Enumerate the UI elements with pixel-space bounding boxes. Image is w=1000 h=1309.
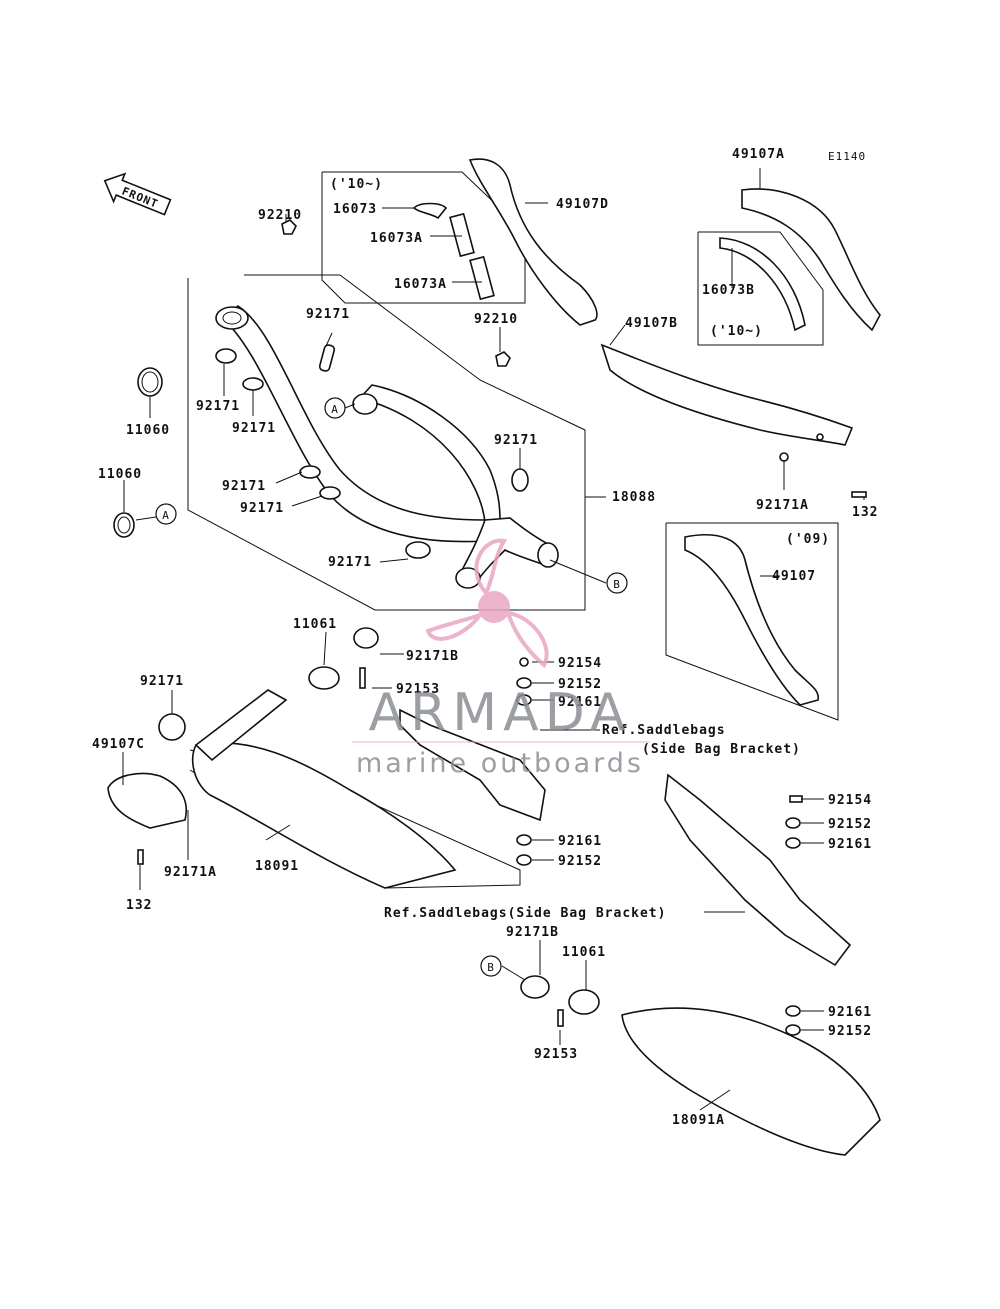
part-label: 92171 (240, 501, 284, 516)
clamp-92171B-b (520, 975, 550, 999)
pipe-flange-rear (352, 393, 378, 415)
watermark-brand: ARMADA (369, 683, 632, 743)
part-label: 92161 (828, 1005, 872, 1020)
part-label: 16073A (370, 231, 423, 246)
hardware-icons (137, 433, 867, 1036)
collar-11061-b (568, 989, 600, 1015)
part-labels: 92210 11060 92171 92171 92171 11060 9217… (92, 147, 878, 1128)
part-label: 11061 (562, 945, 606, 960)
collar-11061-a (308, 666, 340, 690)
svg-text:A: A (162, 509, 170, 522)
part-label: ('10~) (330, 177, 383, 192)
part-label: 16073A (394, 277, 447, 292)
part-label: 49107D (556, 197, 609, 212)
part-label: 92154 (558, 656, 602, 671)
muffler-inlet-pipe (194, 689, 288, 762)
group-10-outline-left (321, 171, 526, 304)
nut-92210-a (281, 219, 297, 235)
part-label: ('10~) (710, 324, 763, 339)
spacer-16073B (719, 237, 806, 332)
part-label: 49107 (772, 569, 816, 584)
part-label: 92161 (828, 837, 872, 852)
clamp-92171B-a (353, 627, 379, 649)
part-label: 18091 (255, 859, 299, 874)
part-label: 92171 (196, 399, 240, 414)
pipe-assembly-outline (187, 274, 586, 611)
part-label: 92171 (328, 555, 372, 570)
part-label: 49107C (92, 737, 145, 752)
part-label: 92153 (396, 682, 440, 697)
part-label: 132 (126, 898, 152, 913)
muffler-18091A (621, 1007, 881, 1156)
part-label: 132 (852, 505, 878, 520)
y-collector (460, 517, 551, 582)
armada-logo (425, 538, 549, 669)
part-label: 92171 (306, 307, 350, 322)
part-label: 92171 (232, 421, 276, 436)
spacer-16073A-1 (449, 212, 475, 258)
part-label: 18088 (612, 490, 656, 505)
watermark-tagline: marine outboards (356, 748, 644, 779)
heat-shield-49107 (684, 533, 819, 706)
part-label: 92152 (558, 677, 602, 692)
svg-text:A: A (331, 403, 339, 416)
heat-shield-49107B (600, 343, 854, 446)
ref-saddlebags-1-sub: (Side Bag Bracket) (642, 742, 801, 757)
heat-shield-49107D (468, 158, 598, 326)
part-label: 92154 (828, 793, 872, 808)
part-label: 92152 (828, 817, 872, 832)
clamp-icons (215, 344, 529, 559)
part-label: 92171 (140, 674, 184, 689)
part-label: 11060 (126, 423, 170, 438)
part-label: 49107B (625, 316, 678, 331)
group-10-outline-right (697, 231, 824, 346)
part-label: 92171B (506, 925, 559, 940)
callout-a-2: A (155, 503, 177, 525)
front-arrow-icon: FRONT (103, 172, 172, 216)
armada-watermark: ARMADA marine outboards (352, 538, 650, 779)
outlet-right (537, 542, 559, 568)
part-label: 18091A (672, 1113, 725, 1128)
svg-text:B: B (487, 961, 495, 974)
part-label: 92171 (494, 433, 538, 448)
part-label: 11061 (293, 617, 337, 632)
callout-b-2: B (480, 955, 502, 977)
part-label: 16073 (333, 202, 377, 217)
callout-b-1: B (606, 572, 628, 594)
part-label: 92153 (534, 1047, 578, 1062)
gasket-11060-b (113, 512, 135, 538)
outlet-left (455, 567, 481, 589)
svg-text:B: B (613, 578, 621, 591)
part-label: 92152 (828, 1024, 872, 1039)
part-label: 92171A (164, 865, 217, 880)
part-label: 16073B (702, 283, 755, 298)
part-label: 92210 (474, 312, 518, 327)
muffler-18091 (191, 741, 457, 889)
part-label: ('09) (786, 532, 830, 547)
part-label: 92171 (222, 479, 266, 494)
clamp-92171-h (158, 713, 186, 741)
diagram-code: E1140 (828, 150, 866, 163)
part-label: 92210 (258, 208, 302, 223)
part-label: 92152 (558, 854, 602, 869)
heat-shield-49107A (741, 188, 881, 332)
part-label: 92161 (558, 695, 602, 710)
ref-saddlebags-1: Ref.Saddlebags (602, 723, 726, 738)
nut-92210-b (495, 351, 511, 367)
leader-lines (122, 168, 865, 1111)
side-bag-bracket-right (664, 773, 852, 967)
group-09-outline (665, 522, 839, 721)
ref-saddlebags-2: Ref.Saddlebags(Side Bag Bracket) (384, 906, 666, 921)
part-label: 11060 (98, 467, 142, 482)
part-label: 92171A (756, 498, 809, 513)
pipe-flange-front (215, 306, 249, 330)
callout-a-1: A (324, 397, 346, 419)
part-label: 92171B (406, 649, 459, 664)
part-label: 49107A (732, 147, 785, 162)
spacer-16073A-2 (469, 255, 495, 301)
spacer-16073 (412, 202, 448, 220)
part-label: 92161 (558, 834, 602, 849)
end-cap-49107C (107, 772, 187, 829)
